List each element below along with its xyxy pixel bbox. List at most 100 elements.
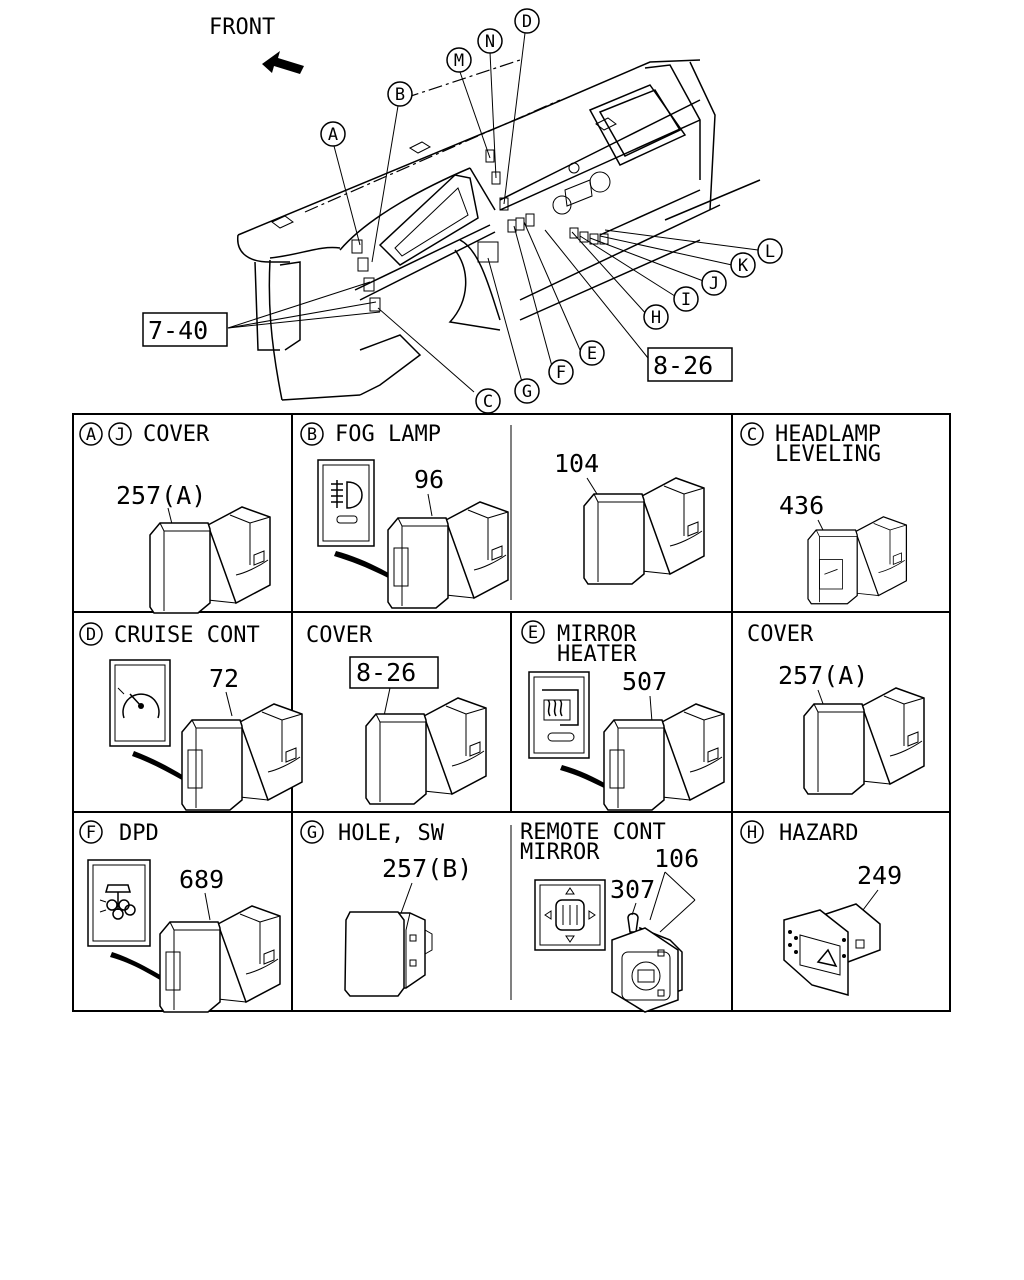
cell-title: DPD	[119, 821, 159, 846]
mirror-heater-icon	[542, 689, 579, 742]
cell-aj-cover: A J COVER 257(A)	[79, 422, 271, 614]
switch-cover-icon	[365, 697, 487, 805]
overview-label-M: M	[446, 47, 472, 73]
fog-lamp-icon	[331, 480, 363, 524]
overview-label-K: K	[730, 252, 756, 278]
cell-d-cruise-cont: D CRUISE CONT 72	[79, 622, 303, 811]
cell-e-mirror-heater: E MIRROR HEATER 507	[521, 620, 725, 811]
cell-b-fog-lamp: B FOG LAMP 96	[300, 422, 509, 609]
part-number-249: 249	[857, 861, 902, 890]
overview-label-G: G	[514, 378, 540, 404]
svg-text:I: I	[681, 290, 691, 310]
svg-text:E: E	[587, 344, 597, 364]
cell-title: HAZARD	[779, 821, 858, 846]
svg-text:8-26: 8-26	[653, 351, 713, 380]
part-number-436: 436	[779, 491, 824, 520]
overview-label-C: C	[475, 388, 501, 414]
part-number-8-26: 8-26	[356, 658, 416, 687]
overview-label-E: E	[579, 340, 605, 366]
overview-label-B: B	[387, 81, 413, 107]
cell-title: COVER	[747, 622, 814, 647]
ref-box-8-26[interactable]: 8-26	[647, 347, 733, 382]
overview-label-N: N	[477, 28, 503, 54]
part-number-96: 96	[414, 465, 444, 494]
cell-g-hole-sw: G HOLE, SW 257(B)	[300, 820, 472, 997]
svg-text:F: F	[556, 363, 566, 383]
svg-text:B: B	[395, 85, 405, 105]
cell-h-hazard: H HAZARD 249	[740, 820, 902, 996]
cell-title-line2: HEATER	[557, 642, 637, 667]
switch-cover-icon	[803, 687, 925, 795]
svg-text:D: D	[86, 625, 96, 645]
overview-label-A: A	[320, 121, 346, 147]
cell-title-line2: MIRROR	[520, 840, 600, 865]
cell-104: 104	[554, 449, 705, 585]
mirror-adjust-label-panel	[534, 879, 606, 951]
part-number-307: 307	[610, 875, 655, 904]
cell-title-line2: LEVELING	[775, 442, 881, 467]
dpd-switch-icon	[159, 905, 281, 1013]
overview-label-D: D	[514, 8, 540, 34]
svg-text:B: B	[307, 425, 317, 445]
part-number-257a: 257(A)	[778, 661, 868, 690]
cell-title: MIRROR	[557, 622, 637, 647]
overview-label-I: I	[673, 286, 699, 312]
svg-text:F: F	[86, 823, 96, 843]
hazard-switch-icon	[783, 903, 881, 996]
svg-text:K: K	[738, 256, 749, 276]
cell-title: COVER	[143, 422, 210, 447]
hole-cover-icon	[344, 911, 433, 997]
part-number-689: 689	[179, 865, 224, 894]
cell-remote-cont-mirror: REMOTE CONT MIRROR 106 307	[520, 820, 699, 1013]
svg-text:J: J	[115, 425, 125, 445]
svg-text:A: A	[328, 125, 338, 145]
dpd-icon	[99, 884, 136, 920]
part-number-257b: 257(B)	[382, 854, 472, 883]
switch-blank-icon	[583, 477, 705, 585]
mirror-heater-switch-icon	[603, 703, 725, 811]
cell-cover-8-26: COVER 8-26	[306, 623, 487, 805]
cruise-switch-icon	[181, 703, 303, 811]
part-number-104: 104	[554, 449, 599, 478]
svg-text:A: A	[86, 425, 96, 445]
cell-c-headlamp-leveling: C HEADLAMP LEVELING 436	[740, 422, 908, 605]
dashboard-overview: FRONT	[142, 8, 783, 414]
svg-text:G: G	[307, 823, 317, 843]
part-number-507: 507	[622, 667, 667, 696]
cell-title: COVER	[306, 623, 373, 648]
headlamp-leveling-switch-icon	[807, 516, 908, 605]
overview-label-J: J	[701, 270, 727, 296]
fog-lamp-switch-icon	[387, 501, 509, 609]
svg-text:M: M	[454, 51, 464, 71]
svg-text:G: G	[522, 382, 532, 402]
cell-title: HEADLAMP	[775, 422, 881, 447]
svg-text:7-40: 7-40	[148, 316, 208, 345]
svg-text:E: E	[528, 623, 538, 643]
overview-label-L: L	[757, 238, 783, 264]
front-arrow-icon	[262, 51, 304, 74]
svg-text:N: N	[485, 32, 495, 52]
cell-title: REMOTE CONT	[520, 820, 666, 845]
overview-label-F: F	[548, 359, 574, 385]
cell-title: CRUISE CONT	[114, 623, 260, 648]
part-number-257a: 257(A)	[116, 481, 206, 510]
svg-text:C: C	[483, 392, 493, 412]
svg-text:L: L	[765, 242, 775, 262]
part-number-72: 72	[209, 664, 239, 693]
part-number-106: 106	[654, 844, 699, 873]
svg-text:D: D	[522, 12, 532, 32]
cruise-control-icon	[117, 687, 160, 719]
cell-cover-257a: COVER 257(A)	[747, 622, 925, 795]
overview-label-H: H	[643, 304, 669, 330]
cell-title: FOG LAMP	[335, 422, 441, 447]
svg-text:H: H	[747, 823, 757, 843]
cell-f-dpd: F DPD 689	[79, 820, 281, 1013]
cell-title: HOLE, SW	[338, 821, 445, 846]
front-label: FRONT	[209, 15, 275, 40]
svg-text:H: H	[651, 308, 661, 328]
svg-text:C: C	[747, 425, 757, 445]
svg-text:J: J	[709, 274, 719, 294]
ref-box-7-40[interactable]: 7-40	[142, 312, 228, 347]
remote-mirror-switch-icon	[611, 912, 683, 1013]
